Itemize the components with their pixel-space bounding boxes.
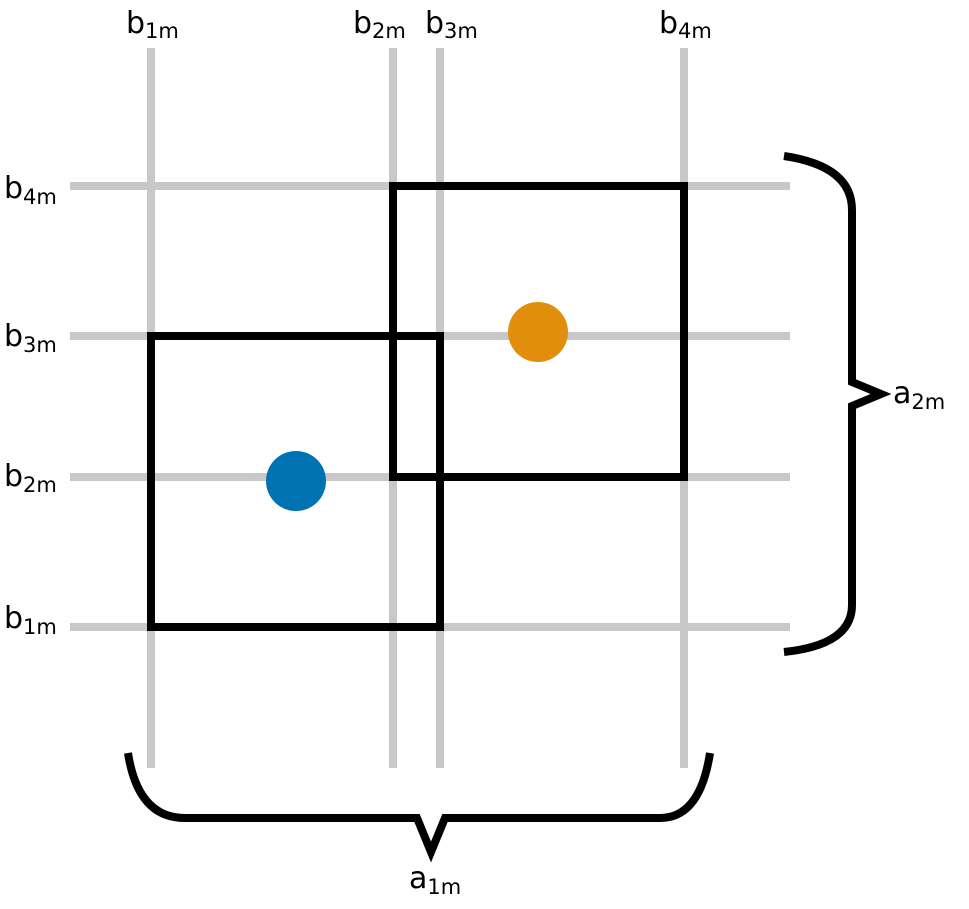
bottom-brace	[124, 752, 714, 863]
top-label-b1m: b1m	[126, 6, 179, 43]
vertical-grid-lines	[147, 48, 688, 768]
lower-left-box	[147, 332, 444, 631]
left-label-b1m: b1m	[4, 601, 57, 639]
left-label-b4m: b4m	[4, 171, 57, 209]
blue-point	[266, 451, 326, 511]
top-label-b2m: b2m	[353, 6, 406, 43]
top-label-b3m: b3m	[425, 6, 478, 43]
upper-right-box	[389, 182, 688, 481]
bottom-brace-label: a1m	[409, 861, 461, 899]
left-label-b2m: b2m	[4, 459, 57, 497]
top-label-b4m: b4m	[659, 6, 712, 43]
left-label-b3m: b3m	[4, 319, 57, 357]
right-brace	[783, 152, 892, 656]
right-brace-label: a2m	[893, 376, 945, 414]
orange-point	[508, 302, 568, 362]
